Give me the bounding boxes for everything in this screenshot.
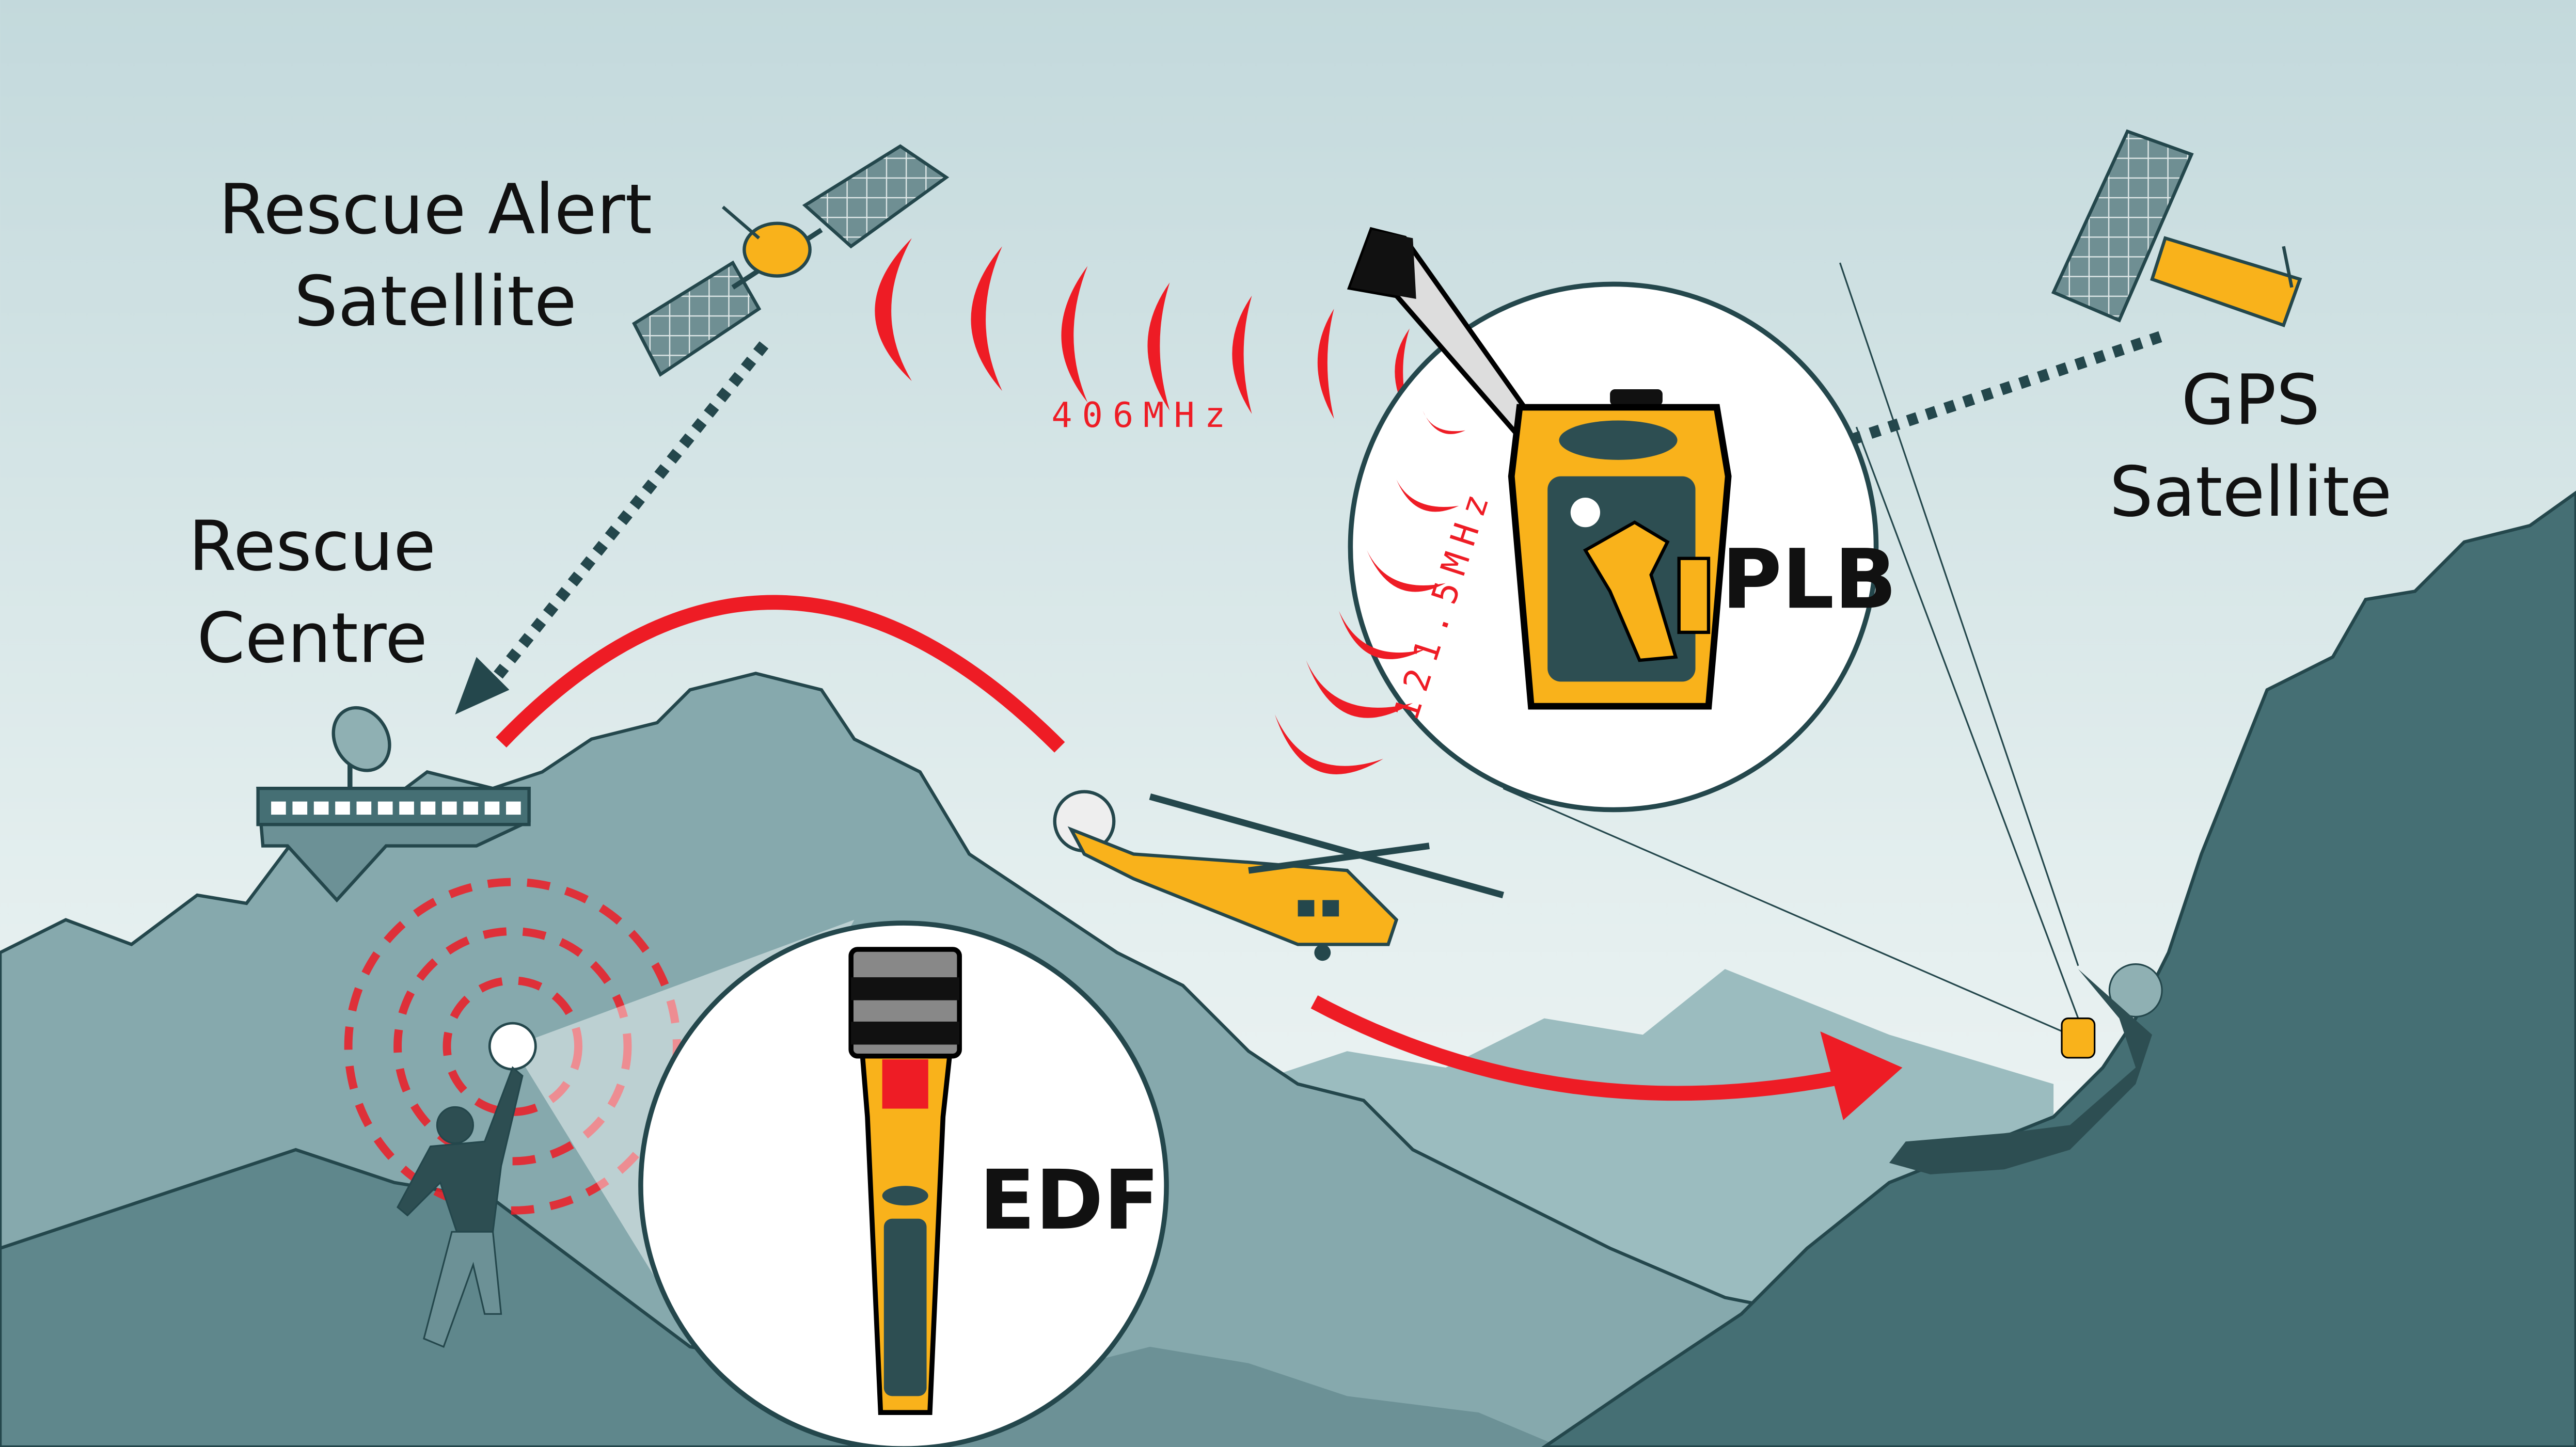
helicopter-to-climber-arrow bbox=[1310, 995, 1850, 1101]
climber-figure-icon bbox=[1839, 262, 2163, 1174]
edf-handheld-highlight bbox=[488, 1022, 537, 1071]
helicopter-icon bbox=[1053, 790, 1505, 961]
gps-satellite-icon bbox=[2051, 129, 2302, 328]
signal-406-arcs bbox=[875, 238, 1410, 419]
plb-label: PLB bbox=[1721, 531, 1897, 627]
signal-121-arcs bbox=[1275, 410, 1466, 774]
rescue-centre-label-line1: Rescue bbox=[188, 506, 436, 586]
rescue-alert-satellite-label-line2: Satellite bbox=[294, 261, 577, 342]
rescue-alert-satellite-label-line1: Rescue Alert bbox=[218, 169, 652, 250]
edf-label: EDF bbox=[979, 1152, 1159, 1248]
gps-satellite-label-line1: GPS bbox=[2181, 360, 2320, 440]
right-cliff bbox=[1541, 490, 2576, 1447]
frequency-406-label: 406MHz bbox=[1051, 395, 1235, 435]
edf-beacon-icon bbox=[848, 947, 962, 1415]
edf-signal-rings bbox=[344, 878, 681, 1215]
rescue-centre-label-line2: Centre bbox=[197, 598, 428, 678]
callout-line bbox=[1503, 787, 2071, 1036]
gps-satellite-label-line2: Satellite bbox=[2109, 452, 2392, 532]
callout-line bbox=[1855, 426, 2079, 1019]
satellite-to-centre-link bbox=[488, 341, 769, 686]
gps-to-plb-link bbox=[1813, 331, 2162, 457]
arrowhead-icon bbox=[455, 657, 510, 715]
rescue-alert-satellite-icon bbox=[632, 144, 950, 377]
plb-beacon-icon bbox=[1347, 227, 1732, 710]
signal-arrow-centre-to-helicopter bbox=[496, 595, 1065, 753]
rescue-centre-building-icon bbox=[256, 706, 531, 903]
hiker-figure-icon bbox=[397, 1066, 524, 1348]
arrowhead-icon bbox=[1820, 1031, 1903, 1120]
